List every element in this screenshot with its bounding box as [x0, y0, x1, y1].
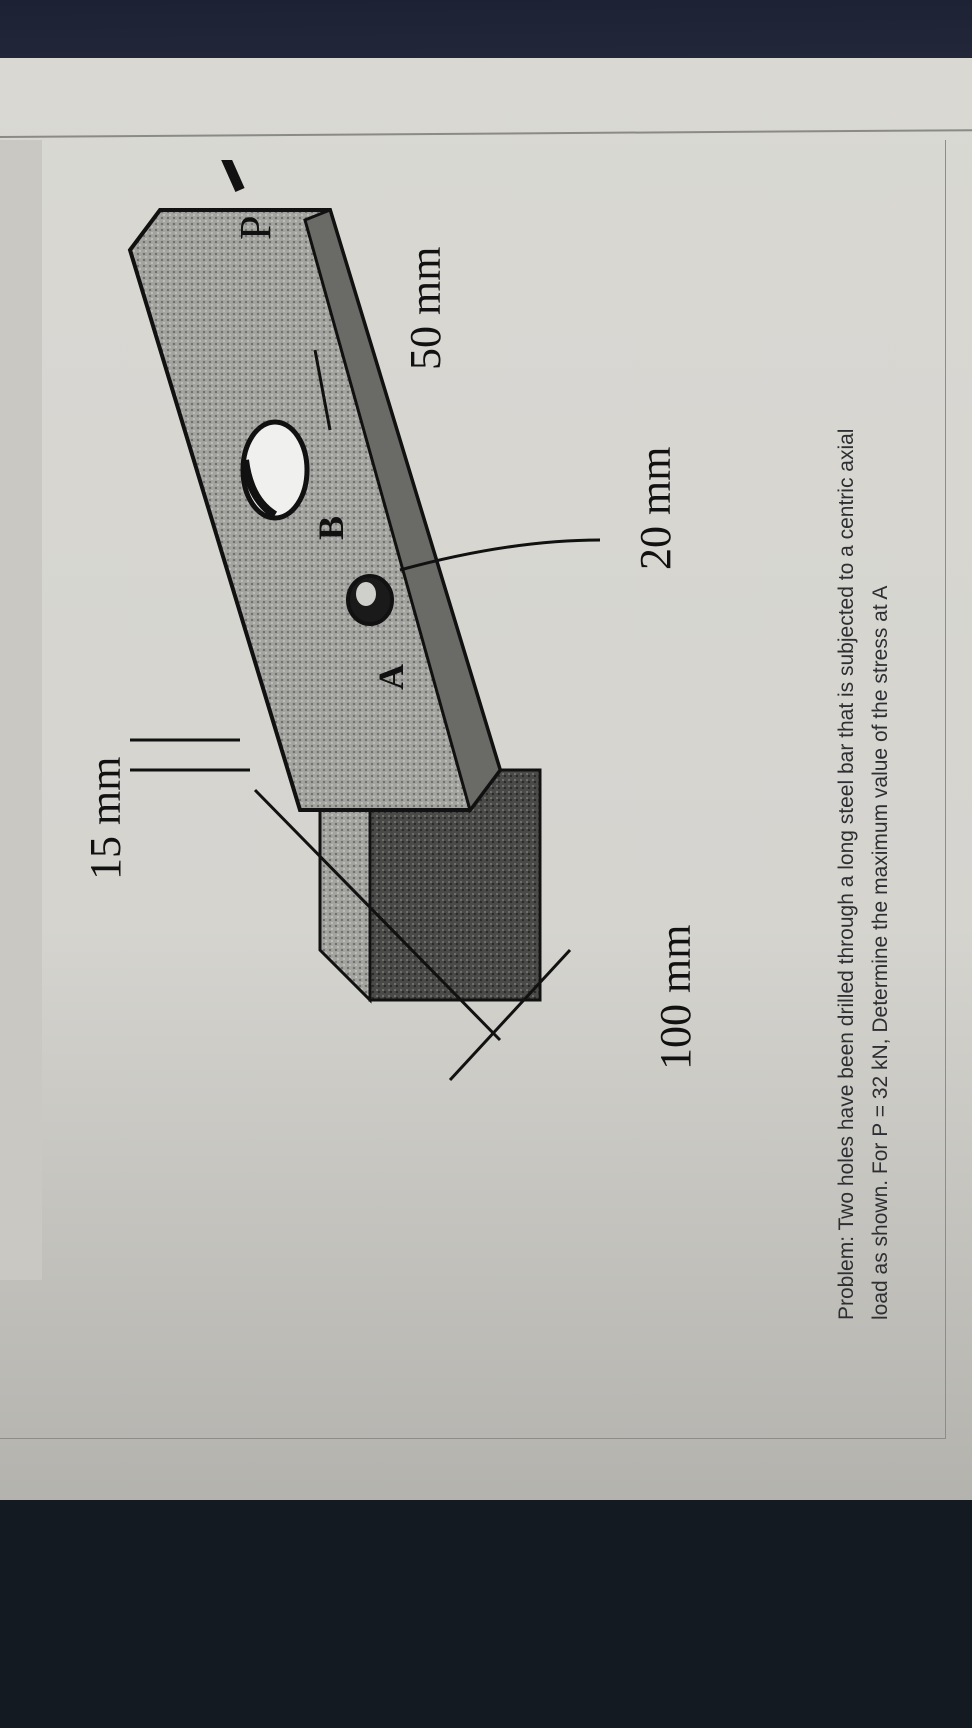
thickness-label: 15 mm	[81, 756, 130, 880]
rotated-problem-content: 15 mm 20 mm 50 mm 100 mm A B P Problem: …	[70, 70, 950, 1330]
content-frame	[0, 140, 946, 1439]
problem-line-2: load as shown. For P = 32 kN, Determine …	[869, 585, 892, 1320]
point-b-label: B	[311, 515, 351, 540]
problem-line-1: Problem: Two holes have been drilled thr…	[835, 428, 858, 1320]
width-label: 100 mm	[651, 924, 700, 1070]
left-panel-strip	[0, 140, 42, 1280]
steel-bar-figure: 15 mm 20 mm 50 mm 100 mm A B P	[70, 70, 810, 1330]
load-p-label: P	[231, 215, 280, 240]
hole-b-diameter-label: 50 mm	[401, 246, 450, 370]
steel-bar-diagram	[127, 70, 601, 1082]
problem-statement: Problem: Two holes have been drilled thr…	[830, 170, 898, 1320]
monitor-bottom-bezel	[0, 1500, 972, 1728]
point-a-label: A	[371, 664, 411, 690]
hole-a-diameter-label: 20 mm	[631, 446, 680, 570]
